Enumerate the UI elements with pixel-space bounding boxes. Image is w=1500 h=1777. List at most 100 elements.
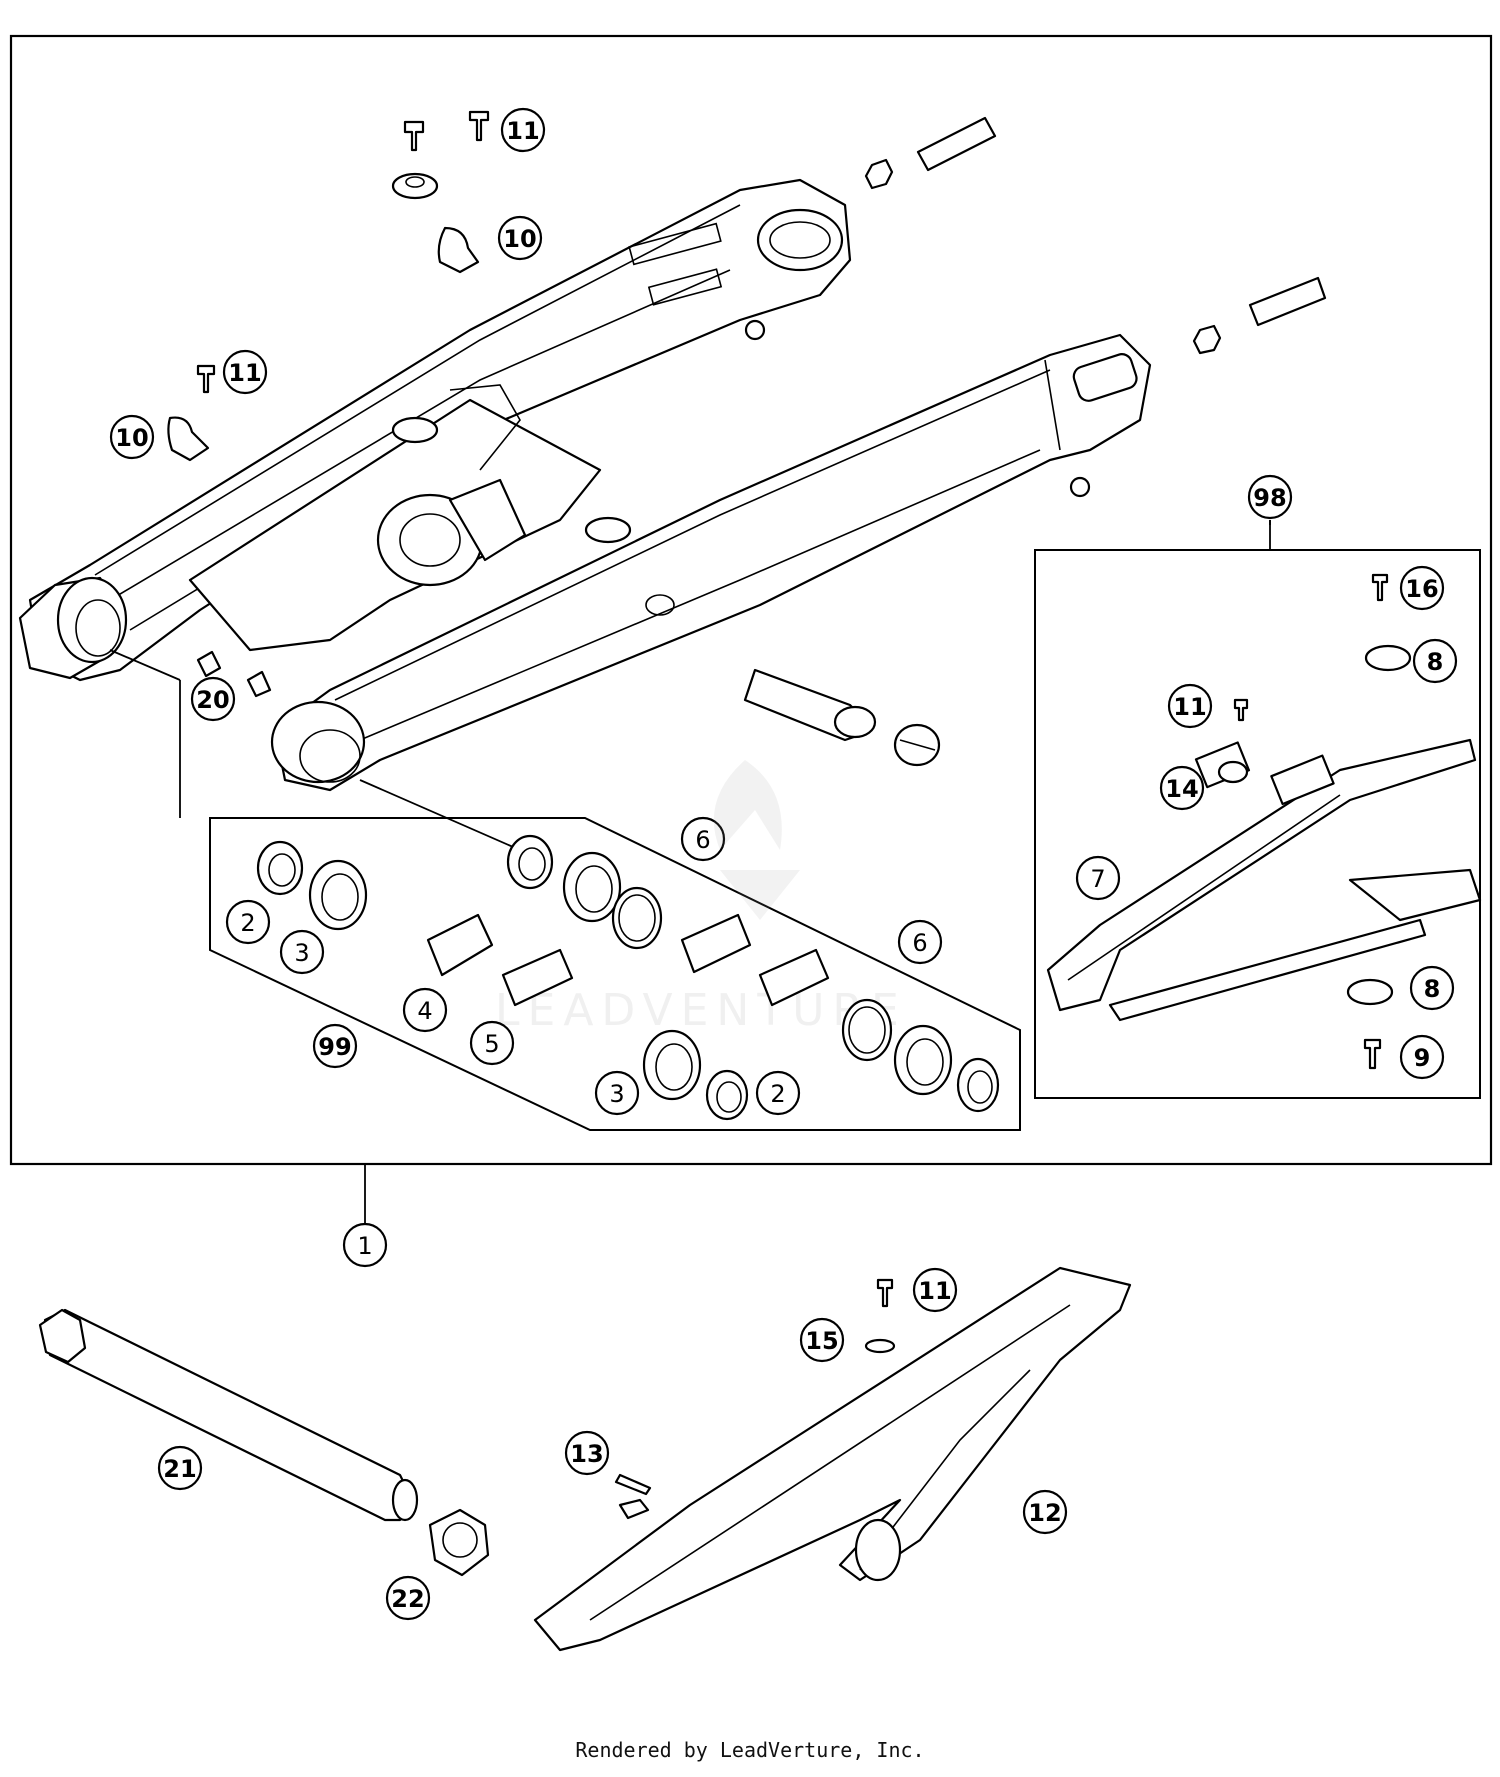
swingarm-right-arm — [270, 333, 1152, 792]
callout-circle — [469, 1020, 515, 1066]
callout-circle — [342, 1222, 388, 1268]
bolt-icon — [196, 364, 216, 394]
callout-label: 14 — [1165, 775, 1198, 803]
callout-c6b: 6 — [897, 919, 943, 965]
callout-label: 6 — [912, 929, 927, 957]
chain-slider-panel — [1034, 520, 1482, 1099]
callout-c15: 15 — [799, 1317, 845, 1363]
bearing-bolt-icon — [743, 668, 941, 767]
callout-circle — [157, 1445, 203, 1491]
callout-label: 5 — [484, 1030, 499, 1058]
callout-label: 99 — [318, 1033, 351, 1061]
callout-circle — [1399, 1034, 1445, 1080]
callout-c5: 5 — [469, 1020, 515, 1066]
callout-circle — [1022, 1489, 1068, 1535]
cable-clip-icon — [167, 226, 480, 462]
callout-c8a: 8 — [1412, 638, 1458, 684]
callout-label: 10 — [503, 225, 536, 253]
callout-label: 1 — [357, 1232, 372, 1260]
callout-circle — [190, 676, 236, 722]
callout-c9: 9 — [1399, 1034, 1445, 1080]
callout-c6a: 6 — [680, 816, 726, 862]
callout-circle — [1412, 638, 1458, 684]
swingarm-cross-brace — [188, 384, 632, 652]
callout-label: 20 — [196, 686, 229, 714]
callout-c21: 21 — [157, 1445, 203, 1491]
pivot-pin-icon — [864, 116, 1327, 355]
callout-label: 2 — [240, 909, 255, 937]
callout-label: 8 — [1424, 975, 1441, 1003]
callout-circle — [594, 1070, 640, 1116]
bearing-kit-panel — [109, 649, 1021, 1131]
callout-label: 3 — [294, 939, 309, 967]
callout-label: 11 — [918, 1277, 951, 1305]
callout-label: 98 — [1253, 484, 1286, 512]
bolt-icon — [391, 110, 490, 200]
leadventure-watermark: LEADVENTURE — [495, 985, 907, 1036]
callout-label: 13 — [570, 1440, 603, 1468]
swingarm-axle-icon — [38, 1308, 419, 1522]
callout-circle — [402, 987, 448, 1033]
callout-c3b: 3 — [594, 1070, 640, 1116]
callout-circle — [1409, 965, 1455, 1011]
callout-c16: 16 — [1399, 565, 1445, 611]
callout-circle — [564, 1430, 610, 1476]
render-credit: Rendered by LeadVerture, Inc. — [575, 1738, 925, 1762]
callout-circle — [897, 919, 943, 965]
callout-c12: 12 — [1022, 1489, 1068, 1535]
callout-circle — [1399, 565, 1445, 611]
callout-label: 16 — [1405, 575, 1438, 603]
callout-c11c: 11 — [1167, 683, 1213, 729]
callout-c13: 13 — [564, 1430, 610, 1476]
callout-c99: 99 — [312, 1023, 358, 1069]
callout-c98: 98 — [1247, 474, 1293, 520]
callout-circle — [1159, 765, 1205, 811]
chain-guide-icon — [533, 1266, 1132, 1652]
callout-c14: 14 — [1159, 765, 1205, 811]
callout-c7: 7 — [1075, 855, 1121, 901]
callout-label: 10 — [115, 424, 148, 452]
callout-circle — [755, 1070, 801, 1116]
flame-logo-icon — [713, 760, 800, 920]
callout-label: 22 — [391, 1585, 424, 1613]
callout-c1: 1 — [342, 1222, 388, 1268]
callout-label: 21 — [163, 1455, 196, 1483]
axle-nut-icon — [428, 1508, 490, 1577]
plug-icon — [196, 650, 272, 698]
callout-circle — [1167, 683, 1213, 729]
callout-c10b: 10 — [109, 414, 155, 460]
callout-circle — [222, 349, 268, 395]
callout-circle — [912, 1267, 958, 1313]
callout-c20: 20 — [190, 676, 236, 722]
callout-label: 11 — [506, 117, 539, 145]
callout-circle — [312, 1023, 358, 1069]
callout-label: 11 — [1173, 693, 1206, 721]
callout-c11b: 11 — [222, 349, 268, 395]
callout-label: 6 — [695, 826, 710, 854]
callout-circle — [680, 816, 726, 862]
callout-circle — [109, 414, 155, 460]
callout-label: 4 — [417, 997, 432, 1025]
callout-circle — [799, 1317, 845, 1363]
callout-label: 3 — [609, 1080, 624, 1108]
callout-label: 9 — [1414, 1044, 1431, 1072]
callout-circle — [225, 899, 271, 945]
callout-c11d: 11 — [912, 1267, 958, 1313]
callout-circle — [497, 215, 543, 261]
callout-label: 15 — [805, 1327, 838, 1355]
callout-c2b: 2 — [755, 1070, 801, 1116]
callout-circle — [279, 929, 325, 975]
callout-c22: 22 — [385, 1575, 431, 1621]
callout-label: 8 — [1427, 648, 1444, 676]
callout-c4: 4 — [402, 987, 448, 1033]
callout-circle — [385, 1575, 431, 1621]
callout-c10a: 10 — [497, 215, 543, 261]
assembly-frame — [9, 34, 1493, 1166]
callout-label: 12 — [1028, 1499, 1061, 1527]
callout-c3a: 3 — [279, 929, 325, 975]
swingarm-left-pivot — [18, 576, 128, 680]
callout-label: 11 — [228, 359, 261, 387]
callout-circle — [1075, 855, 1121, 901]
callout-c11a: 11 — [500, 107, 546, 153]
